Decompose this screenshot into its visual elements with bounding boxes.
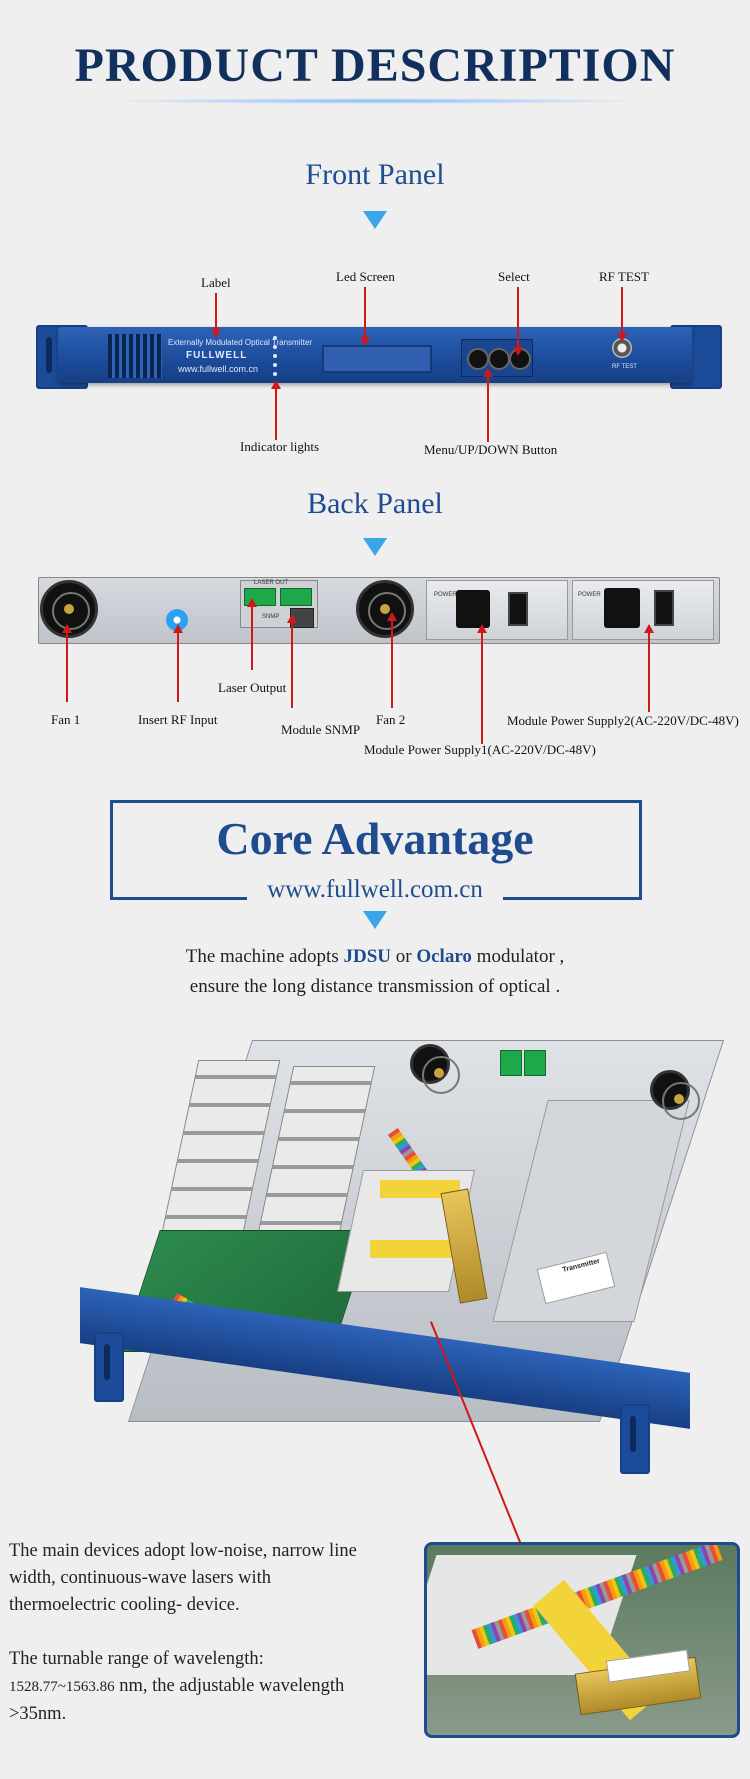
front-panel-title: Front Panel	[305, 158, 445, 191]
lead-line	[291, 622, 293, 708]
jdsu-highlight: JDSU	[343, 946, 391, 967]
device-url: www.fullwell.com.cn	[178, 364, 259, 374]
optical-connector	[500, 1050, 522, 1076]
chassis-photo: Transmitter	[80, 1030, 725, 1500]
indicator-lights	[272, 334, 278, 378]
arrowhead-icon	[271, 380, 281, 389]
down-arrow-icon	[363, 911, 387, 929]
lead-line	[648, 632, 650, 712]
callout-fan1: Fan 1	[51, 712, 81, 727]
lead-line	[215, 293, 217, 329]
lead-line	[517, 287, 519, 349]
callout-psu1: Module Power Supply1(AC-220V/DC-48V)	[364, 742, 596, 757]
page-title: PRODUCT DESCRIPTION	[74, 39, 676, 92]
arrowhead-icon	[360, 337, 370, 346]
callout-psu2: Module Power Supply2(AC-220V/DC-48V)	[507, 713, 739, 728]
rack-ear-right	[620, 1404, 650, 1474]
arrowhead-icon	[173, 624, 183, 633]
lead-line	[391, 620, 393, 708]
down-arrow-icon	[363, 211, 387, 229]
yellow-tape	[380, 1180, 460, 1198]
callout-module-snmp: Module SNMP	[281, 722, 361, 737]
device-caption: Externally Modulated Optical Transmitter	[168, 338, 313, 347]
detail-inset-photo	[424, 1542, 740, 1738]
arrowhead-icon	[211, 329, 221, 338]
laser-out-caption: LASER OUT	[254, 580, 289, 586]
core-line-1: The machine adopts JDSU or Oclaro modula…	[185, 946, 565, 967]
front-vent	[108, 334, 162, 378]
core-line-2: ensure the long distance transmission of…	[189, 976, 561, 997]
arrowhead-icon	[387, 612, 397, 621]
rf-test-caption: RF TEST	[612, 364, 637, 370]
adjustable-wavelength: >35nm.	[9, 1704, 67, 1724]
up-button[interactable]	[488, 348, 510, 370]
lead-line	[481, 632, 483, 744]
wavelength-range: 1528.77~1563.86	[9, 1679, 115, 1695]
description-paragraph-2: The turnable range of wavelength: 1528.7…	[9, 1646, 419, 1728]
lead-line	[251, 606, 253, 670]
brand-logo: FULLWELL	[186, 350, 248, 361]
power-caption-2: POWER	[578, 592, 601, 598]
lead-line	[487, 376, 489, 442]
arrowhead-icon	[483, 368, 493, 377]
title-underline-glow	[100, 98, 650, 104]
snmp-caption: SNMP	[262, 614, 280, 620]
down-arrow-icon	[363, 538, 387, 556]
arrowhead-icon	[477, 624, 487, 633]
led-screen	[322, 345, 432, 373]
oclaro-highlight: Oclaro	[416, 946, 472, 967]
power-socket-2[interactable]	[604, 588, 640, 628]
fan-1	[40, 580, 98, 638]
lead-line	[364, 287, 366, 337]
callout-fan2: Fan 2	[376, 712, 406, 727]
arrowhead-icon	[617, 333, 627, 342]
power-switch-1[interactable]	[508, 592, 528, 626]
power-switch-2[interactable]	[654, 590, 674, 626]
lead-line	[621, 287, 623, 334]
power-caption-1: POWER	[434, 592, 457, 598]
callout-indicator-lights: Indicator lights	[240, 439, 320, 454]
laser-output-port-2[interactable]	[280, 588, 312, 606]
menu-button[interactable]	[467, 348, 489, 370]
callout-led-screen: Led Screen	[336, 269, 395, 284]
lead-line	[275, 388, 277, 440]
internal-fan	[650, 1070, 700, 1120]
lead-line	[66, 632, 68, 702]
arrowhead-icon	[644, 624, 654, 633]
core-url: www.fullwell.com.cn	[247, 876, 503, 904]
fan-2	[356, 580, 414, 638]
arrowhead-icon	[62, 624, 72, 633]
rf-test-port[interactable]	[612, 338, 632, 358]
arrowhead-icon	[513, 347, 523, 356]
description-paragraph-1: The main devices adopt low-noise, narrow…	[9, 1541, 357, 1615]
power-socket-1[interactable]	[456, 590, 490, 628]
power-supply-1	[426, 580, 568, 640]
optical-connector	[524, 1050, 546, 1076]
callout-label: Label	[201, 275, 231, 290]
arrowhead-icon	[287, 614, 297, 623]
core-advantage-title: Core Advantage	[216, 813, 534, 864]
callout-laser-output: Laser Output	[218, 680, 287, 695]
rack-ear-left	[94, 1332, 124, 1402]
arrowhead-icon	[247, 598, 257, 607]
callout-menu-button: Menu/UP/DOWN Button	[424, 442, 558, 457]
callout-select: Select	[498, 269, 530, 284]
callout-rf-input: Insert RF Input	[138, 712, 218, 727]
callout-rf-test: RF TEST	[599, 269, 649, 284]
power-supply-2	[572, 580, 714, 640]
back-panel-title: Back Panel	[307, 487, 443, 520]
internal-fan	[410, 1044, 460, 1094]
yellow-tape	[370, 1240, 460, 1258]
lead-line	[177, 632, 179, 702]
